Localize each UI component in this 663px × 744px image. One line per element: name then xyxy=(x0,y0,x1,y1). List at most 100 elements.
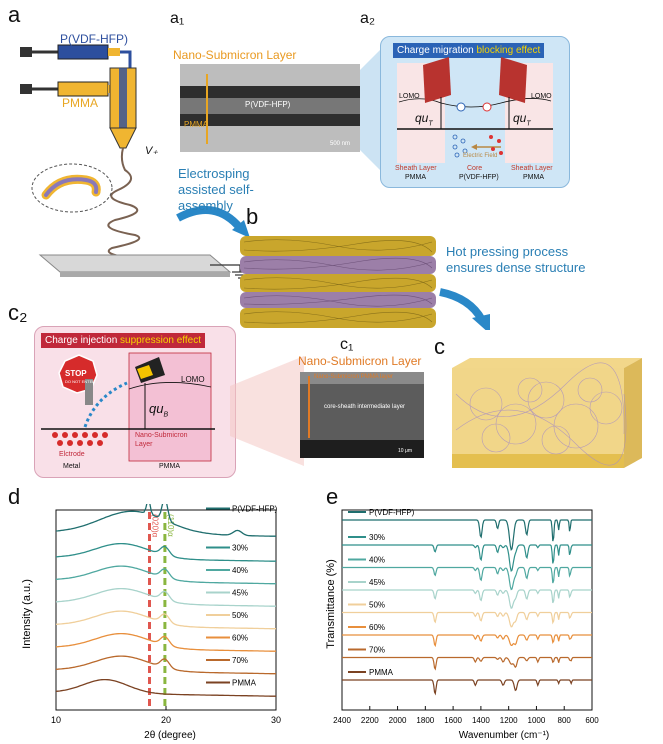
c2-do-not-enter: DO NOT ENTER xyxy=(65,379,96,384)
chart-e-legend-label: 40% xyxy=(369,556,385,565)
panel-label-d: d xyxy=(8,484,21,509)
chart-e-legend-label: 30% xyxy=(369,533,385,542)
chart-e-series-line xyxy=(342,544,592,573)
c1-top-label: Nano-Submicron PMMA layer xyxy=(314,374,394,380)
panel-label-e: e xyxy=(326,484,339,509)
chart-e-xtick-label: 1800 xyxy=(416,716,434,725)
chart-d-marker-label: (020)α xyxy=(151,514,160,538)
chart-d-series-line xyxy=(55,565,276,585)
chart-e-series-line xyxy=(342,519,592,551)
a2-title: Charge migration blocking effect xyxy=(393,43,545,58)
c1-sem-image: Nano-Submicron PMMA layer core-sheath in… xyxy=(300,372,424,458)
a2-qu-left: quT xyxy=(415,111,433,128)
c2-diagram-box: Charge injection suppression effect STOP… xyxy=(34,326,236,478)
c2-pmma: PMMA xyxy=(159,463,180,470)
a2-pmma-left: PMMA xyxy=(405,174,426,181)
chart-d-series-line xyxy=(55,655,276,675)
panel-b-fiber-stack xyxy=(240,236,436,328)
a1-tem-image: P(VDF-HFP) PMMA 500 nm xyxy=(180,64,360,152)
chart-e-series-line xyxy=(342,589,592,610)
label-pvdf: P(VDF-HFP) xyxy=(60,32,128,46)
c2-electrode: Elctrode xyxy=(59,451,85,458)
chart-e-series-line xyxy=(342,634,592,648)
c1-zoom-beam xyxy=(230,356,304,466)
syringe-pmma xyxy=(20,81,124,97)
caption-hot-pressing: Hot pressing process ensures dense struc… xyxy=(446,244,586,275)
chart-d-series-line xyxy=(55,542,276,562)
c1-scale-bar: 10 μm xyxy=(398,448,412,454)
fiber-inset xyxy=(31,163,113,213)
chart-d-legend-label: 70% xyxy=(232,656,248,665)
chart-d-xtick-label: 20 xyxy=(161,715,171,725)
label-pmma: PMMA xyxy=(62,96,98,110)
a1-title: Nano-Submicron Layer xyxy=(173,48,297,62)
panel-label-c: c xyxy=(434,334,445,359)
caption-electrospinning: Electrosping assisted self-assembly xyxy=(178,166,254,213)
a2-zoom-beam xyxy=(360,40,390,180)
a2-core-material: P(VDF-HFP) xyxy=(459,174,499,181)
chart-d-series-line xyxy=(55,587,276,607)
a2-core: Core xyxy=(467,165,483,172)
a2-lomo-left: LOMO xyxy=(399,93,420,100)
a2-sheath-left: Sheath Layer xyxy=(395,165,437,172)
c2-layer: Nano-Submicron Layer xyxy=(135,432,188,448)
chart-e-xtick-label: 2400 xyxy=(333,716,351,725)
chart-d-xtick-label: 10 xyxy=(51,715,61,725)
a2-electric-field: Electric Field xyxy=(463,153,498,159)
a1-inner-label: P(VDF-HFP) xyxy=(245,100,291,109)
chart-d-legend-label: 60% xyxy=(232,634,248,643)
collector-plate xyxy=(38,254,232,273)
a1-scale-bar: 500 nm xyxy=(330,141,351,147)
a2-pmma-right: PMMA xyxy=(523,174,544,181)
c2-stop-sign: STOP xyxy=(65,369,87,378)
label-voltage: V₊ xyxy=(145,145,159,157)
chart-e-series-line xyxy=(342,679,592,696)
chart-e-xtick-label: 1000 xyxy=(528,716,546,725)
chart-d-legend-label: P(VDF-HFP) xyxy=(232,505,278,514)
chart-e-xtick-label: 2200 xyxy=(361,716,379,725)
chart-d-marker-label: (110)α xyxy=(166,514,175,537)
chart-e-series-line xyxy=(342,611,592,628)
a2-sheath-right: Sheath Layer xyxy=(511,165,553,172)
c2-title: Charge injection suppression effect xyxy=(41,333,206,348)
chart-d-series-line xyxy=(55,610,276,630)
panel-label-c2: c₂ xyxy=(8,300,28,325)
chart-e-legend-label: 50% xyxy=(369,601,385,610)
panel-label-a2: a₂ xyxy=(360,10,376,27)
chart-e-xtick-label: 1400 xyxy=(472,716,490,725)
c1-title: Nano-Submicron Layer xyxy=(298,354,422,368)
c2-lomo: LOMO xyxy=(181,375,205,384)
chart-e-xtick-label: 1600 xyxy=(444,716,462,725)
chart-d-legend-label: 30% xyxy=(232,544,248,553)
jet-coil xyxy=(107,147,141,269)
chart-e-xlabel: Wavenumber (cm⁻¹) xyxy=(459,730,549,741)
chart-d-series-line xyxy=(55,632,276,652)
chart-d-xtick-label: 30 xyxy=(271,715,281,725)
a2-lomo-right: LOMO xyxy=(531,93,552,100)
panel-c-dense-block xyxy=(452,358,642,468)
panel-label-a1: a₁ xyxy=(170,10,185,27)
chart-e-xtick-label: 600 xyxy=(585,716,599,725)
arrow-a-to-b xyxy=(176,206,244,231)
chart-d-legend-label: 40% xyxy=(232,566,248,575)
spinneret-nozzle xyxy=(109,67,137,149)
syringe-pvdf xyxy=(20,44,132,68)
chart-e-ylabel: Transmittance (%) xyxy=(325,559,337,648)
panel-label-b: b xyxy=(246,204,259,229)
chart-d-legend-label: PMMA xyxy=(232,679,257,688)
a2-diagram-box: Charge migration blocking effect LOMO LO… xyxy=(380,36,570,188)
a2-qu-right: quT xyxy=(513,111,531,128)
arrow-b-to-c xyxy=(439,288,486,323)
c2-qu: quB xyxy=(149,401,169,419)
chart-e-series-line xyxy=(342,566,592,591)
chart-d-xlabel: 2θ (degree) xyxy=(144,730,196,741)
c2-metal: Metal xyxy=(63,463,81,470)
chart-e-series-line xyxy=(342,656,592,671)
chart-e-legend-label: 60% xyxy=(369,623,385,632)
chart-d-ylabel: Intensity (a.u.) xyxy=(21,579,33,649)
chart-d-series-line xyxy=(55,504,276,537)
chart-d-legend-label: 50% xyxy=(232,611,248,620)
chart-e-xtick-label: 2000 xyxy=(389,716,407,725)
chart-e-frame xyxy=(341,509,593,711)
